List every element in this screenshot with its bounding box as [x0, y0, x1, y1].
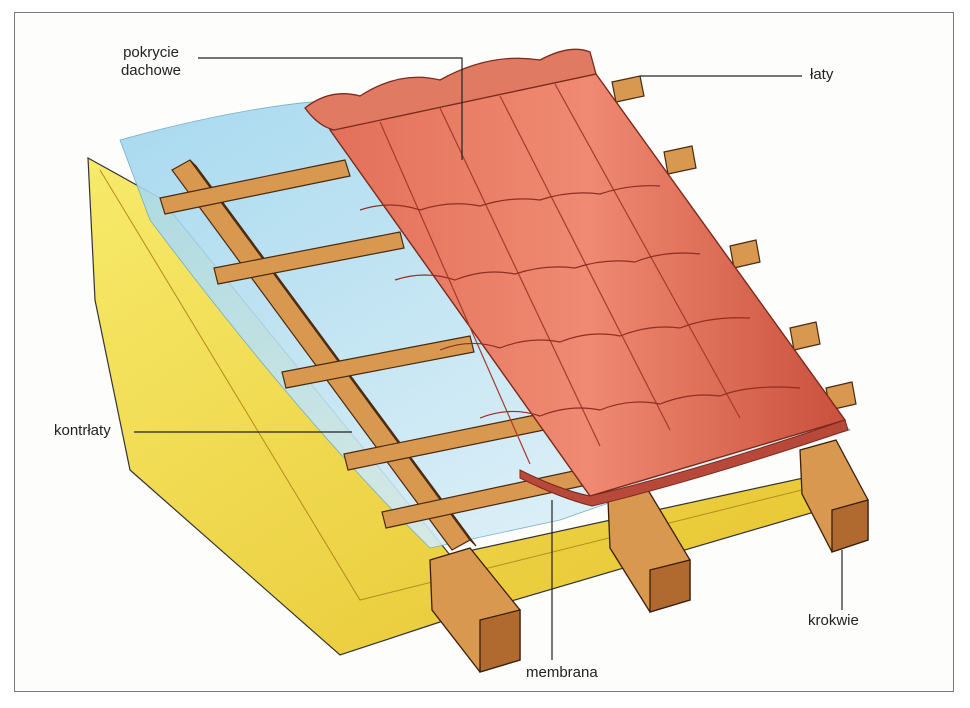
- roof-tiles: [304, 48, 849, 507]
- label-roofing-line-1: pokrycie: [123, 44, 179, 61]
- label-rafters: krokwie: [808, 612, 859, 629]
- leader-lines: [134, 57, 843, 660]
- rafters: [429, 439, 869, 673]
- label-battens: łaty: [810, 66, 834, 83]
- battens: [159, 75, 857, 529]
- label-counter-battens: kontrłaty: [54, 422, 111, 439]
- label-membrane: membrana: [526, 664, 598, 681]
- label-roofing-line-2: dachowe: [120, 62, 182, 79]
